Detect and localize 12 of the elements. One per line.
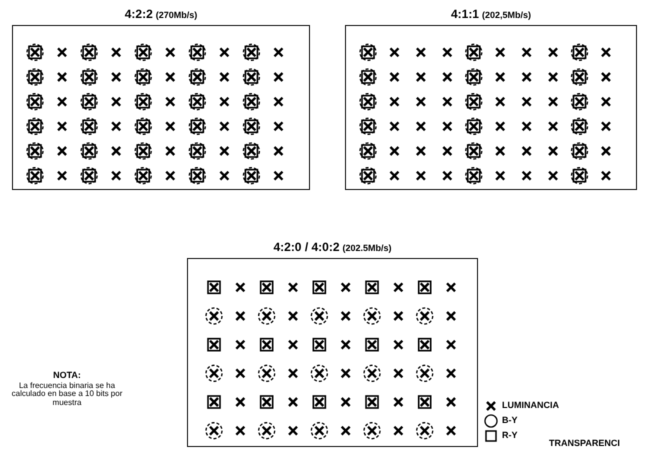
legend-label: LUMINANCIA: [502, 400, 559, 410]
bit-rate-label: (202,5Mb/s): [482, 10, 532, 20]
legend-label: B-Y: [502, 415, 518, 425]
format-title: 4:1:1: [450, 7, 479, 21]
bit-rate-label: (270Mb/s): [156, 10, 198, 20]
format-title: 4:2:0 / 4:0:2: [273, 240, 340, 254]
note-heading: NOTA:: [52, 370, 82, 380]
format-title: 4:2:2: [124, 7, 153, 21]
caption-text: TRANSPARENCI: [549, 438, 620, 448]
note-text: La frecuencia binaria se ha calculado en base a 10 bits por muestra: [10, 382, 124, 408]
legend-label: R-Y: [502, 430, 518, 440]
bit-rate-label: (202.5Mb/s): [342, 243, 392, 253]
